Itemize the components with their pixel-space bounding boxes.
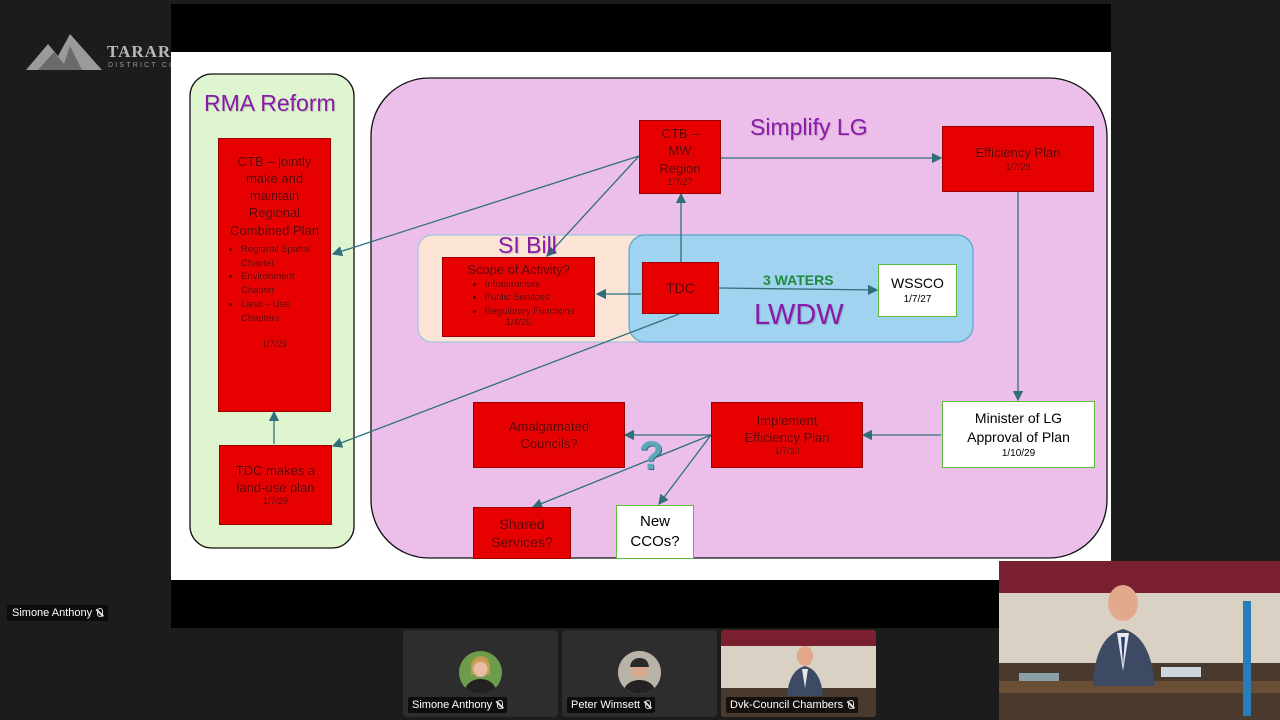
simplify-lg-title: Simplify LG [750, 114, 868, 140]
shared-services-box: Shared Services? [473, 507, 571, 559]
si-bill-title: SI Bill [498, 232, 557, 258]
council-chambers-video-icon [999, 561, 1280, 720]
avatar [618, 651, 661, 694]
rma-reform-title: RMA Reform [204, 90, 336, 116]
ctb-mw-text: CTB – MW Region [659, 126, 701, 176]
bullet-item: Regulatory Functions [485, 305, 575, 318]
side-participant-name: Simone Anthony [12, 607, 93, 619]
question-mark-icon: ? [639, 434, 664, 478]
participant-tile[interactable]: Simone Anthony [403, 630, 558, 717]
participant-tile[interactable]: Peter Wimsett [562, 630, 717, 717]
bullet-item: Land – Use Chapters [241, 298, 330, 326]
mic-muted-icon [497, 700, 504, 709]
amalgamated-councils-box: Amalgamated Councils? [473, 402, 625, 468]
minister-text: Minister of LG Approval of Plan [967, 409, 1070, 445]
shared-text: Shared Services? [491, 515, 553, 550]
mic-muted-icon [97, 608, 104, 617]
person-photo-icon [618, 651, 661, 694]
person-photo-icon [463, 656, 498, 694]
ctb-regional-plan-box: CTB – jointly make and maintain Regional… [218, 138, 331, 412]
ctb-plan-date: 1/7/29 [261, 339, 288, 350]
tdc-land-use-date: 1/7/29 [262, 496, 289, 507]
participant-name: Peter Wimsett [571, 699, 641, 711]
bullet-item: Infrastructure [485, 278, 575, 291]
mic-icon [848, 700, 855, 709]
bullet-item: Environment Chapter [241, 270, 330, 298]
implement-text: Implement Efficiency Plan [744, 412, 830, 446]
wssco-text: WSSCO [891, 275, 944, 292]
mountain-logo-icon [26, 34, 102, 70]
three-waters-label: 3 WATERS [763, 272, 834, 288]
bullet-item: Regional Spatial Chapter [241, 243, 330, 271]
efficiency-text: Efficiency Plan [975, 145, 1061, 161]
participant-name: Dvk-Council Chambers [730, 699, 844, 711]
scope-of-activity-box: Scope of Activity? Infrastructure Public… [442, 257, 595, 337]
logo-subtitle: DISTRICT COUNCIL [108, 62, 209, 69]
ctb-plan-text: CTB – jointly make and maintain Regional… [230, 154, 319, 238]
side-participant-label: Simone Anthony [7, 605, 109, 621]
efficiency-date: 1/7/29 [1005, 161, 1031, 172]
mic-muted-icon [645, 700, 652, 709]
new-ccos-text: New CCOs? [630, 512, 680, 550]
participant-name-label: Simone Anthony [408, 697, 508, 713]
wssco-box: WSSCO 1/7/27 [878, 264, 957, 317]
lwdw-title: LWDW [754, 299, 844, 331]
ctb-plan-bullets: Regional Spatial Chapter Environment Cha… [219, 243, 330, 326]
tdc-land-use-box: TDC makes a land-use plan 1/7/29 [219, 445, 332, 525]
avatar [459, 651, 502, 694]
scope-date: 1/4/26 [505, 317, 532, 328]
minister-approval-box: Minister of LG Approval of Plan 1/10/29 [942, 401, 1095, 468]
participant-name: Simone Anthony [412, 699, 493, 711]
tdc-box: TDC [642, 262, 719, 314]
speaker-video[interactable] [999, 561, 1280, 720]
amalgamated-text: Amalgamated Councils? [508, 418, 590, 451]
efficiency-plan-box: Efficiency Plan 1/7/29 [942, 126, 1094, 192]
implement-date: 1/7/30 [774, 446, 800, 457]
tdc-land-use-text: TDC makes a land-use plan [235, 462, 316, 496]
new-ccos-box: New CCOs? [616, 505, 694, 559]
participant-tile[interactable]: Dvk-Council Chambers [721, 630, 876, 717]
presentation-slide: RMA Reform Simplify LG SI Bill LWDW 3 WA… [171, 52, 1111, 580]
bullet-item: Public Services [485, 291, 575, 304]
diagram-arrows [268, 152, 1024, 509]
minister-date: 1/10/29 [1001, 447, 1036, 459]
tdc-text: TDC [666, 279, 695, 296]
implement-efficiency-box: Implement Efficiency Plan 1/7/30 [711, 402, 863, 468]
ctb-mw-region-box: CTB – MW Region 1/7/27 [639, 120, 721, 194]
scope-bullets: Infrastructure Public Services Regulator… [463, 278, 575, 318]
wssco-date: 1/7/27 [903, 294, 932, 306]
participant-name-label: Dvk-Council Chambers [726, 697, 859, 713]
ctb-mw-date: 1/7/27 [667, 176, 693, 187]
scope-text: Scope of Activity? [467, 262, 570, 277]
participant-name-label: Peter Wimsett [567, 697, 656, 713]
